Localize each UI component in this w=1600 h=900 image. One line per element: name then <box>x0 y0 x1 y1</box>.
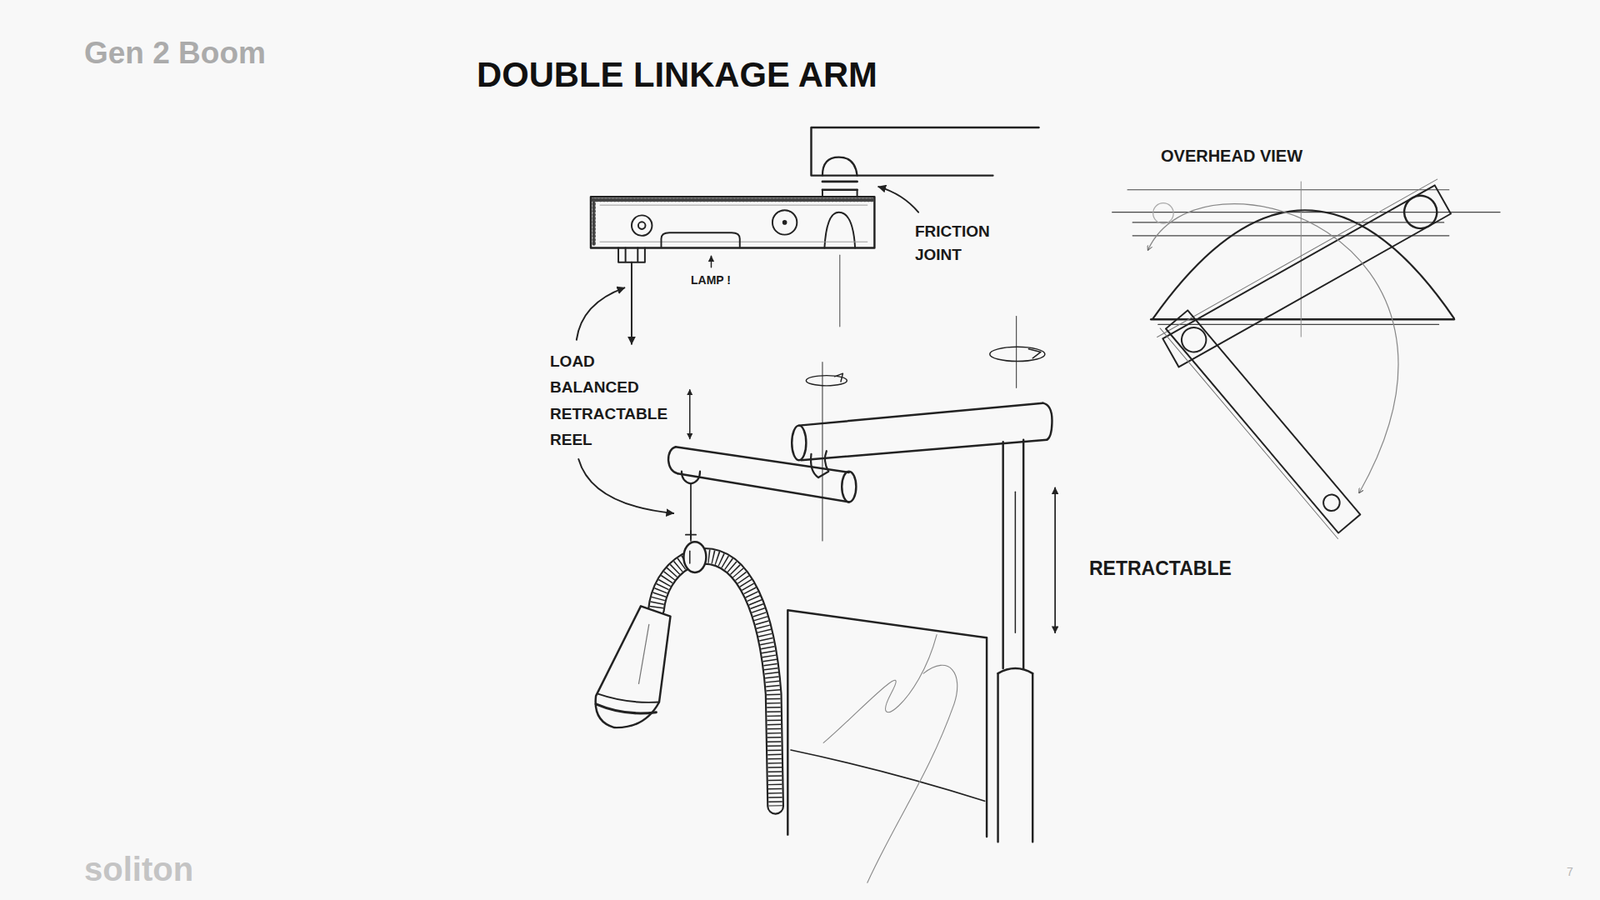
hose-part <box>655 560 686 610</box>
section-view-part <box>600 241 868 243</box>
boom-3d-view-part <box>685 530 696 540</box>
lamp-head-part <box>598 694 660 703</box>
overhead-view-part-part <box>1165 310 1360 533</box>
section-view-part <box>600 205 868 206</box>
section-view-part <box>822 157 858 176</box>
section-view <box>576 127 1040 345</box>
boom-3d-view-part <box>689 390 690 440</box>
boom-sketch-part <box>576 127 1500 883</box>
boom-3d-view <box>578 316 1055 884</box>
hose-part <box>704 555 776 806</box>
boom-3d-view-part <box>821 362 823 541</box>
lamp-head <box>595 605 671 728</box>
page-number: 7 <box>1566 865 1574 879</box>
boom-3d-view-part <box>799 403 1048 461</box>
overhead-view-part-part <box>1162 185 1451 367</box>
boom-3d-view-part <box>668 446 678 474</box>
boom-3d-view-part <box>675 446 850 502</box>
overhead-view-part <box>1300 181 1302 337</box>
overhead-view-part-part <box>1157 179 1438 337</box>
boom-3d-view-part <box>1042 403 1052 440</box>
callout-note: LOAD BALANCED RETRACTABLE REEL <box>550 348 668 453</box>
boom-3d-view-part <box>835 373 844 382</box>
lamp-head-part <box>595 605 671 728</box>
section-view-part <box>710 255 712 267</box>
diagram-title: DOUBLE LINKAGE ARM <box>476 55 878 95</box>
boom-3d-view-part <box>990 346 1045 361</box>
view-label: OVERHEAD VIEW <box>1160 146 1303 166</box>
section-view-part <box>592 198 873 202</box>
section-view-part <box>592 200 596 246</box>
section-view-part <box>630 262 633 345</box>
overhead-view <box>1112 179 1500 539</box>
boom-3d-view-part <box>1028 349 1041 359</box>
boom-3d-view-part <box>791 425 806 461</box>
section-view-part <box>878 186 919 213</box>
hose-part <box>683 541 706 573</box>
hose-part <box>655 560 686 610</box>
callout-note: FRICTION JOINT <box>915 220 990 266</box>
boom-3d-view-part <box>998 673 1034 842</box>
section-view-part <box>822 181 858 190</box>
overhead-view-part <box>1148 204 1399 494</box>
hose-part <box>689 550 690 564</box>
brand-logo: soliton <box>84 850 194 889</box>
lamp-head-part <box>639 624 650 684</box>
boom-3d-view-part <box>998 668 1034 674</box>
overhead-view-part-part <box>1320 490 1344 515</box>
section-view-part <box>590 196 875 248</box>
section-view-part <box>839 255 840 327</box>
boom-3d-view-part <box>787 610 987 837</box>
boom-3d-view-part <box>790 750 985 801</box>
overhead-view-part-part <box>1398 190 1443 235</box>
section-view-part <box>618 248 645 263</box>
callout-note: LAMP ! <box>690 273 731 287</box>
overhead-view-part-part <box>1177 323 1211 357</box>
boom-3d-view-part <box>867 665 958 883</box>
overhead-view-part-part <box>1160 328 1338 540</box>
section-label: Gen 2 Boom <box>84 35 266 72</box>
hose-part <box>704 555 776 806</box>
section-view-part <box>576 287 625 340</box>
boom-3d-view-part <box>841 471 856 503</box>
callout-note: RETRACTABLE <box>1089 557 1232 580</box>
boom-3d-view-part <box>1015 491 1016 633</box>
boom-3d-view-part <box>578 459 674 514</box>
section-view-part <box>810 127 1039 176</box>
boom-3d-view-part <box>1015 316 1017 389</box>
boom-3d-view-part <box>823 635 937 744</box>
overhead-view-part <box>1153 210 1455 319</box>
boom-3d-view-part <box>810 450 829 478</box>
section-view-part <box>824 212 855 249</box>
boom-3d-view-part <box>681 471 700 485</box>
boom-3d-view-part <box>1054 487 1056 633</box>
lamp-head-part <box>595 704 656 714</box>
boom-3d-view-part <box>1003 440 1024 669</box>
section-view-part <box>638 221 646 230</box>
section-view-part <box>822 190 858 198</box>
section-view-part <box>783 220 787 225</box>
overhead-view-part <box>1160 307 1363 540</box>
overhead-view-part <box>1153 203 1174 224</box>
hose <box>655 541 775 806</box>
hose-part <box>704 555 776 806</box>
hose-part <box>655 560 686 610</box>
section-view-part <box>660 232 740 247</box>
section-view-part <box>631 215 652 235</box>
section-view-part <box>772 210 797 235</box>
